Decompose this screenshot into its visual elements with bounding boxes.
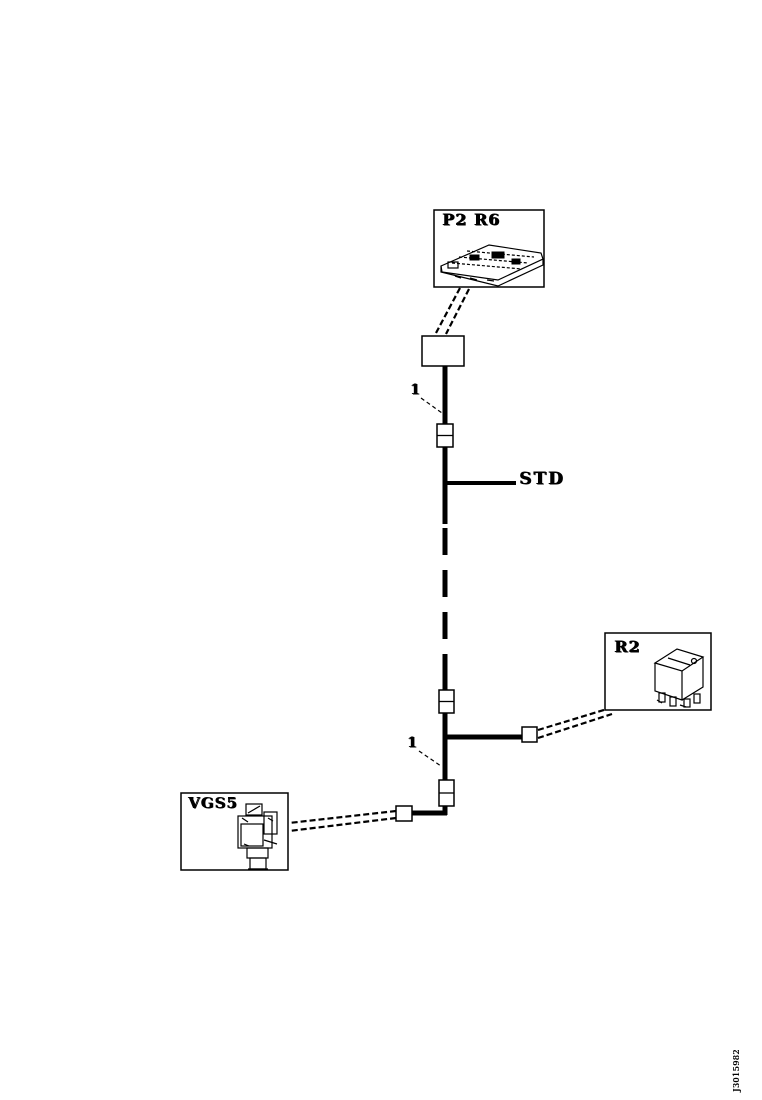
r2-label: R2 [614,637,641,656]
doc-number-vertical: J3015982 [732,1049,741,1092]
inline-module-box [421,335,465,367]
inline-connector-middle [438,689,455,714]
solenoid-valve-drawing [237,803,278,870]
r2-branch [446,707,613,743]
inline-connector-upper [436,423,454,448]
inline-connector-lower [438,779,455,807]
ecu-circuit-board-drawing [440,244,544,287]
wire-marker-upper-leader [420,397,443,414]
vgs5-branch-connector-box [395,805,413,822]
r2-cable-hatched [537,707,613,740]
vgs5-branch [288,805,447,833]
std-label: STD [519,469,565,489]
vgs5-cable-hatched [288,809,397,833]
r2-branch-connector-box [521,726,538,743]
wire-marker-upper-label: 1 [410,382,420,398]
vgs5-component-box [180,792,289,871]
r2-component-box [604,632,712,711]
wire-marker-lower-label: 1 [407,735,417,751]
vgs5-label: VGS5 [188,794,238,812]
p2r6-label: P2 R6 [442,210,501,229]
relay-cube-drawing [653,648,705,708]
p2r6-cable-hatched [435,287,470,335]
p2r6-component-box [433,209,545,288]
wire-marker-lower-leader [418,750,442,767]
